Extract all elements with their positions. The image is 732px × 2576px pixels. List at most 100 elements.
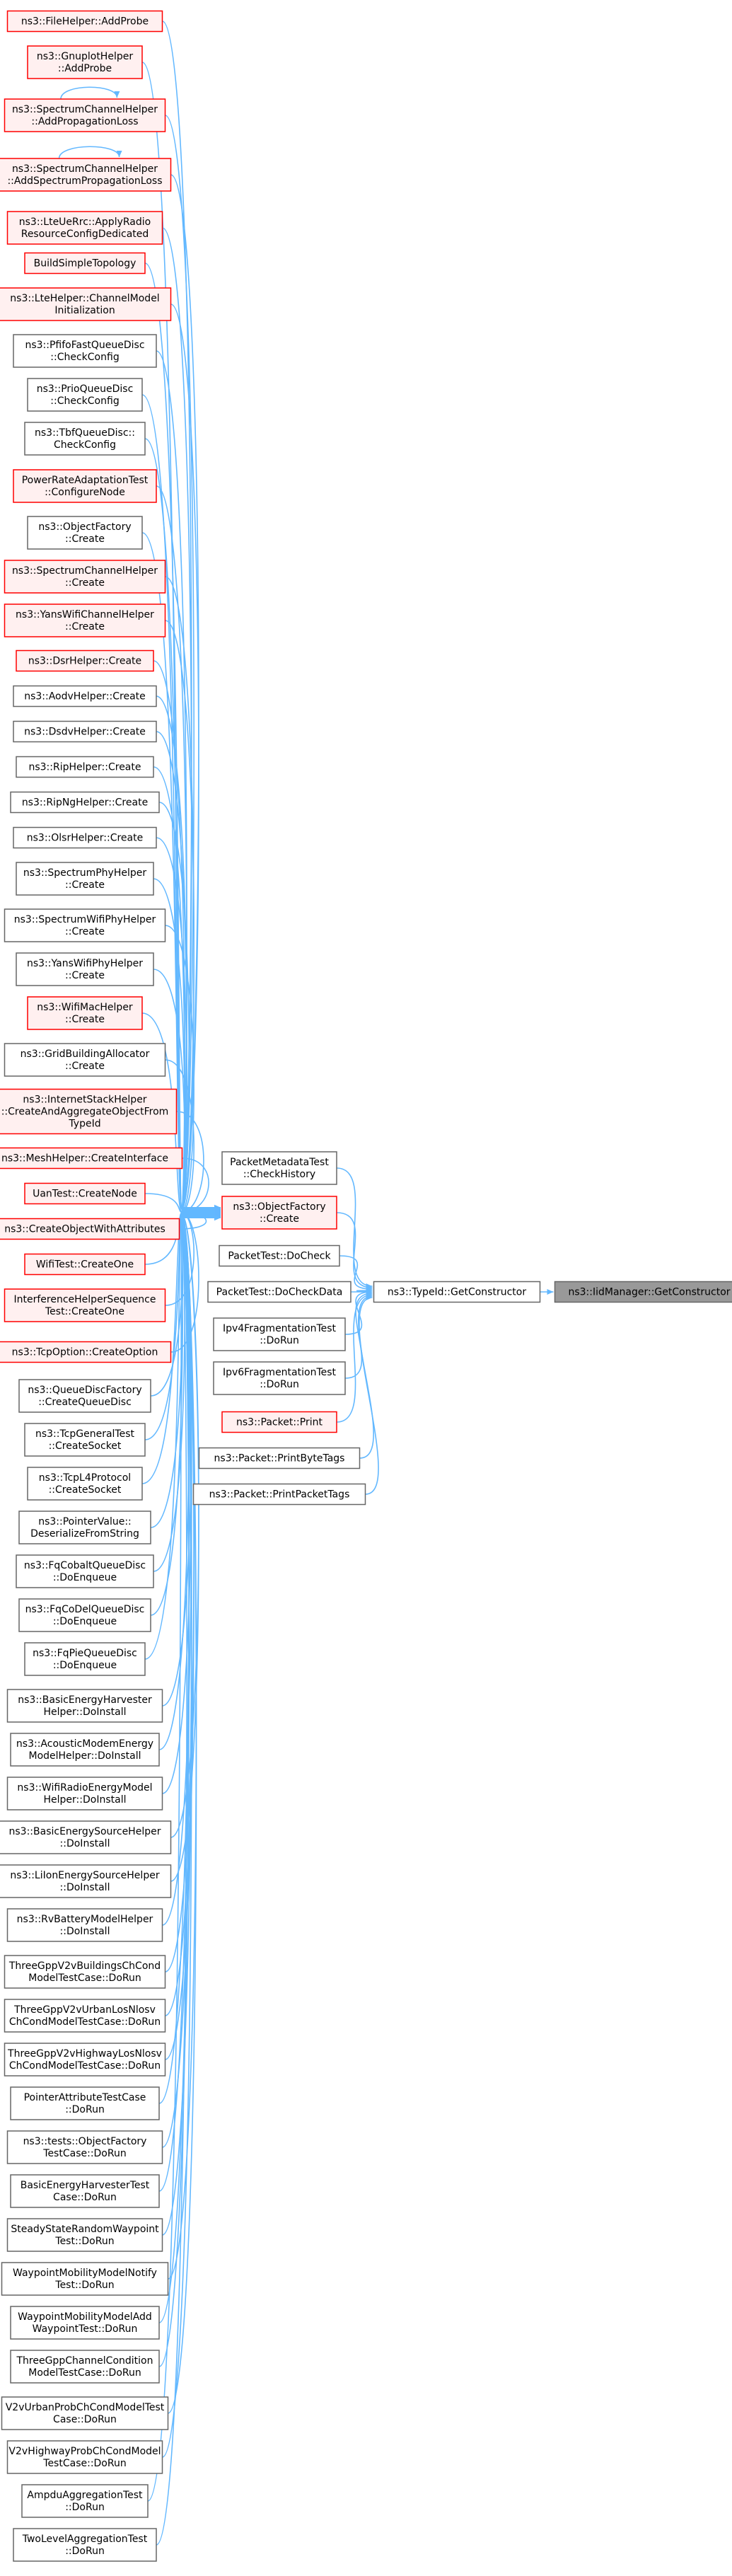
graph-node-l11[interactable]: ns3::ObjectFactory::Create xyxy=(27,516,143,550)
graph-node-l16[interactable]: ns3::DsdvHelper::Create xyxy=(13,720,157,743)
node-box xyxy=(18,1598,151,1632)
graph-node-l43[interactable]: ns3::LiIonEnergySourceHelper::DoInstall xyxy=(0,1864,172,1898)
node-box xyxy=(4,1999,166,2033)
graph-node-tgt[interactable]: ns3::IidManager::GetConstructor xyxy=(554,1281,732,1303)
node-label: ns3::FqPieQueueDisc::DoEnqueue xyxy=(33,1648,137,1671)
graph-node-l7[interactable]: ns3::PfifoFastQueueDisc::CheckConfig xyxy=(13,334,157,368)
graph-node-l22[interactable]: ns3::YansWifiPhyHelper::Create xyxy=(16,952,154,986)
node-label: ns3::InternetStackHelper::CreateAndAggre… xyxy=(1,1094,169,1130)
graph-node-l35[interactable]: ns3::PointerValue::DeserializeFromString xyxy=(18,1511,151,1544)
graph-node-l12[interactable]: ns3::SpectrumChannelHelper::Create xyxy=(4,560,166,594)
edge-m1-hub xyxy=(336,1212,373,1290)
node-box xyxy=(10,2086,160,2120)
node-box xyxy=(16,756,154,778)
graph-node-l15[interactable]: ns3::AodvHelper::Create xyxy=(13,685,157,707)
graph-node-l26[interactable]: ns3::MeshHelper::CreateInterface xyxy=(0,1147,183,1169)
graph-node-m1[interactable]: ns3::ObjectFactory::Create xyxy=(221,1196,337,1230)
node-label: ns3::LiIonEnergySourceHelper::DoInstall xyxy=(10,1870,159,1893)
node-label: ns3::Packet::PrintByteTags xyxy=(214,1453,345,1465)
graph-node-l57[interactable]: AmpduAggregationTest::DoRun xyxy=(21,2484,149,2518)
node-box xyxy=(373,1281,541,1303)
graph-node-l3[interactable]: ns3::SpectrumChannelHelper::AddSpectrumP… xyxy=(0,158,172,192)
node-box xyxy=(24,252,146,275)
node-box xyxy=(24,422,146,456)
graph-node-l38[interactable]: ns3::FqPieQueueDisc::DoEnqueue xyxy=(24,1642,146,1676)
node-label: ns3::SpectrumWifiPhyHelper::Create xyxy=(14,914,156,937)
graph-node-l2[interactable]: ns3::SpectrumChannelHelper::AddPropagati… xyxy=(4,98,166,132)
graph-node-l58[interactable]: TwoLevelAggregationTest::DoRun xyxy=(13,2528,157,2562)
graph-node-l28[interactable]: ns3::CreateObjectWithAttributes xyxy=(0,1218,180,1240)
graph-node-m6[interactable]: ns3::Packet::Print xyxy=(221,1411,337,1433)
graph-node-l25[interactable]: ns3::InternetStackHelper::CreateAndAggre… xyxy=(0,1088,178,1135)
graph-node-m2[interactable]: PacketTest::DoCheck xyxy=(219,1244,340,1267)
edge-l22-objectfactory xyxy=(153,969,221,1215)
node-box xyxy=(24,1182,146,1205)
graph-node-l31[interactable]: ns3::TcpOption::CreateOption xyxy=(0,1341,172,1363)
graph-node-l17[interactable]: ns3::RipHelper::Create xyxy=(16,756,154,778)
graph-node-l13[interactable]: ns3::YansWifiChannelHelper::Create xyxy=(4,603,166,637)
graph-node-l5[interactable]: BuildSimpleTopology xyxy=(24,252,146,275)
graph-node-m3[interactable]: PacketTest::DoCheckData xyxy=(207,1281,352,1303)
graph-node-m5[interactable]: Ipv6FragmentationTest::DoRun xyxy=(213,1361,346,1395)
edge-l55-objectfactory xyxy=(168,1214,221,2414)
node-box xyxy=(6,10,163,33)
node-box xyxy=(10,2306,160,2340)
graph-node-l9[interactable]: ns3::TbfQueueDisc::CheckConfig xyxy=(24,422,146,456)
edge-l4-objectfactory xyxy=(162,227,221,1211)
graph-node-hub[interactable]: ns3::TypeId::GetConstructor xyxy=(373,1281,541,1303)
node-box xyxy=(4,1043,166,1077)
graph-node-m8[interactable]: ns3::Packet::PrintPacketTags xyxy=(192,1483,366,1506)
graph-node-l18[interactable]: ns3::RipNgHelper::Create xyxy=(10,791,160,814)
graph-node-l42[interactable]: ns3::BasicEnergySourceHelper::DoInstall xyxy=(0,1820,172,1854)
graph-node-l10[interactable]: PowerRateAdaptationTest::ConfigureNode xyxy=(13,469,157,503)
node-label: ns3::Packet::Print xyxy=(236,1417,323,1428)
graph-node-l34[interactable]: ns3::TcpL4Protocol::CreateSocket xyxy=(27,1467,143,1501)
graph-node-l33[interactable]: ns3::TcpGeneralTest::CreateSocket xyxy=(24,1423,146,1457)
edge-l26-objectfactory xyxy=(181,1157,221,1215)
graph-node-l27[interactable]: UanTest::CreateNode xyxy=(24,1182,146,1205)
node-label: ns3::RipHelper::Create xyxy=(28,762,141,773)
graph-node-l32[interactable]: ns3::QueueDiscFactory::CreateQueueDisc xyxy=(18,1379,151,1413)
node-label: ns3::SpectrumChannelHelper::AddSpectrumP… xyxy=(7,163,162,187)
node-box xyxy=(1,2262,169,2296)
graph-node-l19[interactable]: ns3::OlsrHelper::Create xyxy=(13,826,157,849)
graph-node-l14[interactable]: ns3::DsrHelper::Create xyxy=(16,649,154,672)
edge-l56-objectfactory xyxy=(162,1214,221,2458)
graph-node-l44[interactable]: ns3::RvBatteryModelHelper::DoInstall xyxy=(6,1908,163,1942)
graph-node-l20[interactable]: ns3::SpectrumPhyHelper::Create xyxy=(16,862,154,896)
graph-node-l21[interactable]: ns3::SpectrumWifiPhyHelper::Create xyxy=(4,908,166,942)
graph-node-l8[interactable]: ns3::PrioQueueDisc::CheckConfig xyxy=(27,378,143,412)
graph-node-m7[interactable]: ns3::Packet::PrintByteTags xyxy=(198,1447,361,1469)
graph-node-l1[interactable]: ns3::GnuplotHelper::AddProbe xyxy=(27,45,143,79)
graph-node-m0[interactable]: PacketMetadataTest::CheckHistory xyxy=(221,1151,337,1185)
graph-node-l0[interactable]: ns3::FileHelper::AddProbe xyxy=(6,10,163,33)
node-label: ns3::CreateObjectWithAttributes xyxy=(4,1224,165,1235)
graph-node-l36[interactable]: ns3::FqCobaltQueueDisc::DoEnqueue xyxy=(16,1554,154,1588)
node-box xyxy=(4,908,166,942)
graph-node-l48[interactable]: PointerAttributeTestCase::DoRun xyxy=(10,2086,160,2120)
graph-node-l24[interactable]: ns3::GridBuildingAllocator::Create xyxy=(4,1043,166,1077)
graph-node-l23[interactable]: ns3::WifiMacHelper::Create xyxy=(27,996,143,1030)
node-box xyxy=(27,996,143,1030)
graph-node-m4[interactable]: Ipv4FragmentationTest::DoRun xyxy=(213,1317,346,1351)
graph-node-l37[interactable]: ns3::FqCoDelQueueDisc::DoEnqueue xyxy=(18,1598,151,1632)
graph-node-l29[interactable]: WifiTest::CreateOne xyxy=(24,1253,146,1276)
